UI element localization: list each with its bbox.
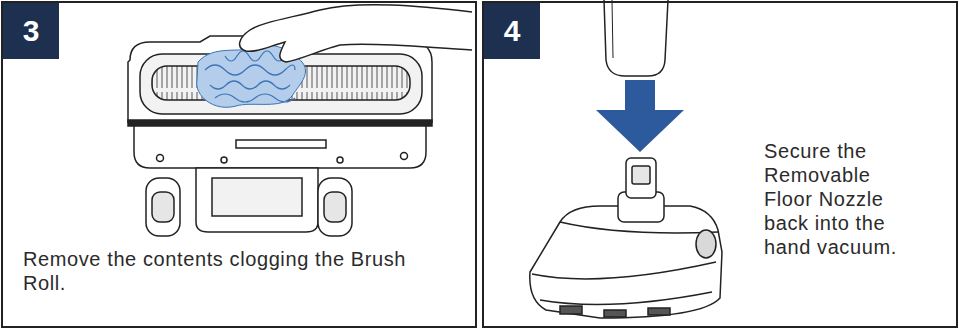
wheel bbox=[696, 230, 716, 258]
hair-strand bbox=[215, 94, 295, 102]
connector-neck bbox=[626, 158, 656, 198]
nozzle-seam bbox=[532, 262, 716, 279]
foot bbox=[648, 308, 670, 315]
hand-vacuum bbox=[604, 0, 668, 76]
step-number-badge: 3 bbox=[3, 3, 59, 59]
step-number-badge: 4 bbox=[484, 3, 540, 59]
hair-strand bbox=[205, 65, 295, 75]
neck-joint bbox=[212, 178, 302, 216]
screw bbox=[221, 157, 227, 163]
screw bbox=[157, 155, 164, 162]
wheel-hub bbox=[324, 192, 346, 222]
hair-strand bbox=[225, 51, 285, 61]
nozzle-shell bbox=[530, 206, 722, 318]
hair-strand bbox=[210, 81, 290, 89]
instruction-text: Secure the Removable Floor Nozzle back i… bbox=[764, 139, 912, 259]
screw bbox=[401, 153, 408, 160]
front-bar bbox=[128, 120, 432, 126]
foot bbox=[560, 306, 582, 314]
nozzle-body bbox=[128, 36, 432, 122]
insert-arrow bbox=[596, 80, 684, 152]
nozzle-top-edge bbox=[560, 222, 718, 233]
instruction-panel: Secure the Removable Floor Nozzle back i… bbox=[482, 1, 958, 328]
step-number: 4 bbox=[484, 3, 540, 59]
screw bbox=[337, 157, 343, 163]
base-plate bbox=[134, 126, 426, 168]
latch bbox=[632, 166, 650, 184]
step-number: 3 bbox=[3, 3, 59, 59]
neck-housing bbox=[196, 168, 318, 232]
instruction-text: Remove the contents clogging the Brush R… bbox=[23, 247, 423, 295]
floor-nozzle-perspective bbox=[530, 158, 722, 318]
wheel-hub bbox=[152, 192, 174, 222]
wheel bbox=[318, 178, 352, 236]
foot bbox=[604, 310, 626, 317]
instruction-panel: Remove the contents clogging the Brush R… bbox=[1, 1, 477, 328]
wheel bbox=[146, 178, 180, 236]
slot bbox=[236, 140, 326, 148]
hand-vacuum-edge bbox=[612, 0, 613, 58]
nozzle-front-edge bbox=[540, 292, 712, 305]
hand bbox=[240, 5, 472, 62]
floor-nozzle-top-view bbox=[128, 36, 432, 236]
